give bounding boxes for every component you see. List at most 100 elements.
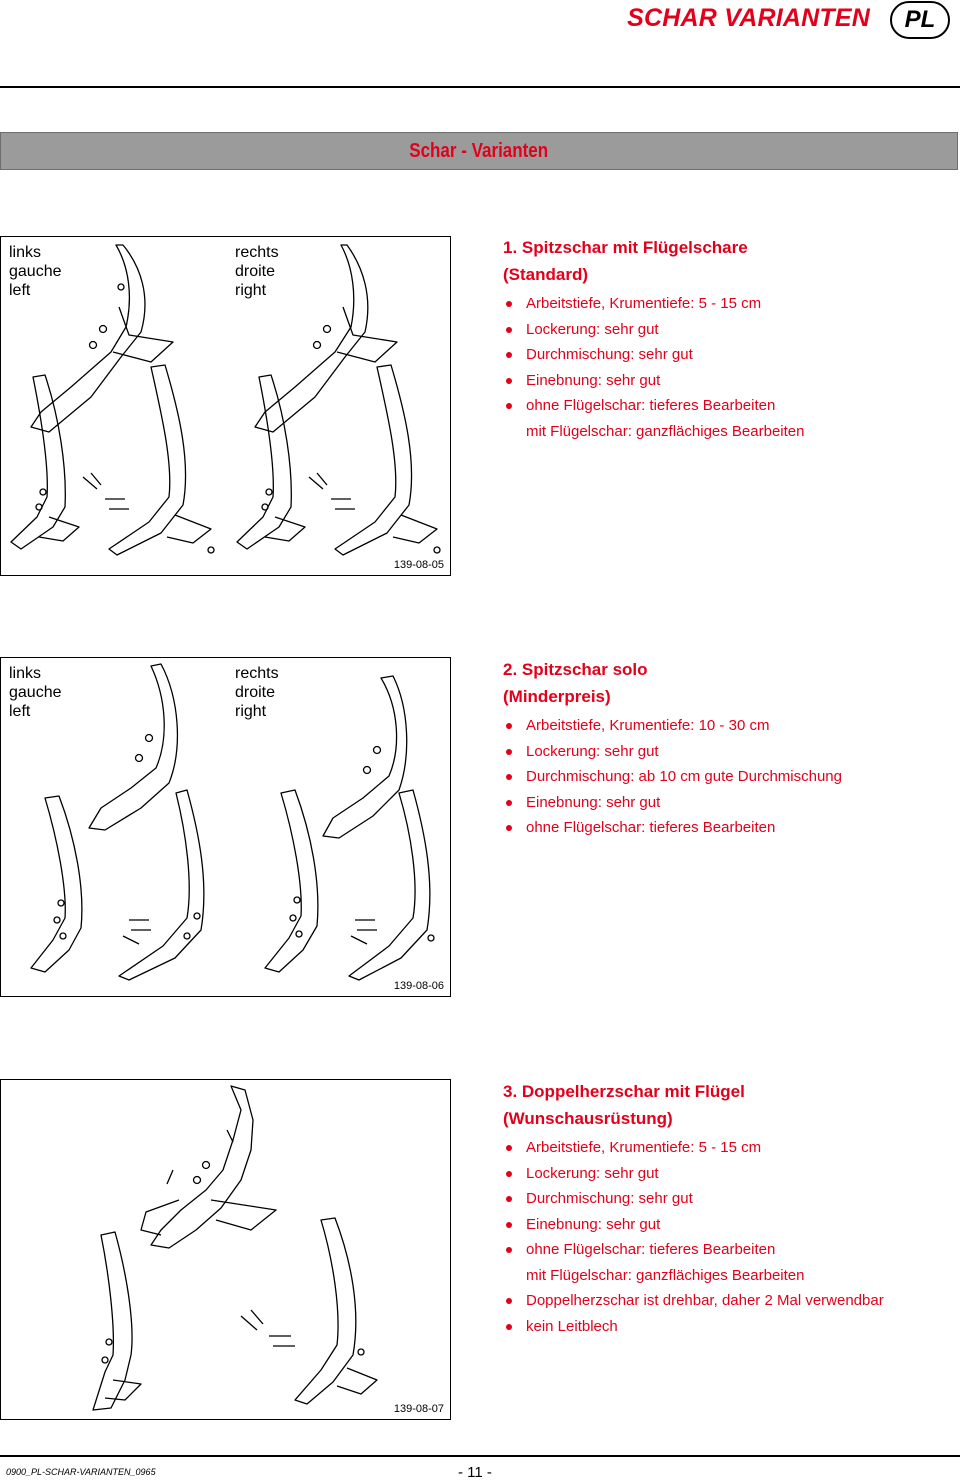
section-subtitle: (Wunschausrüstung) <box>503 1109 673 1128</box>
label-en: right <box>235 282 267 299</box>
bullet-icon <box>506 1298 512 1304</box>
footer-divider <box>0 1455 960 1457</box>
list-item-text: ohne Flügelschar: tieferes Bearbeiten <box>526 397 776 414</box>
label-fr: droite <box>235 684 276 701</box>
list-item-text: ohne Flügelschar: tieferes Bearbeiten <box>526 1241 776 1258</box>
section-subtitle: (Minderpreis) <box>503 687 611 706</box>
left-label: links gauche left <box>9 243 62 300</box>
list-item-text: Arbeitstiefe, Krumentiefe: 5 - 15 cm <box>526 1139 762 1156</box>
bullet-icon <box>506 1247 512 1253</box>
list-item-text: ohne Flügelschar: tieferes Bearbeiten <box>526 819 776 836</box>
document-code: 0900_PL-SCHAR-VARIANTEN_0965 <box>6 1467 156 1477</box>
feature-list: Arbeitstiefe, Krumentiefe: 10 - 30 cm Lo… <box>503 713 943 841</box>
section-1: 1. Spitzschar mit Flügelschare (Standard… <box>503 235 943 444</box>
bullet-icon <box>506 748 512 755</box>
bullet-icon <box>506 377 512 384</box>
bullet-icon <box>506 1221 512 1228</box>
label-de: links <box>9 244 42 261</box>
bullet-icon <box>506 352 512 358</box>
list-item-text: mit Flügelschar: ganzflächiges Bearbeite… <box>526 1266 805 1284</box>
section-2: 2. Spitzschar solo (Minderpreis) Arbeits… <box>503 657 943 841</box>
figure-standard-share: links gauche left rechts droite right 13… <box>0 236 451 576</box>
label-fr: gauche <box>9 684 62 701</box>
left-label: links gauche left <box>9 664 62 721</box>
list-item-text: Einebnung: sehr gut <box>526 1215 661 1233</box>
figure-number: 139-08-07 <box>393 1403 444 1415</box>
label-fr: droite <box>235 263 276 280</box>
right-label: rechts droite right <box>235 664 279 721</box>
list-item: ohne Flügelschar: tieferes Bearbeiten <box>503 393 943 419</box>
list-item-text: Arbeitstiefe, Krumentiefe: 10 - 30 cm <box>526 717 770 734</box>
banner-title: Schar - Varianten <box>409 139 549 162</box>
list-item-text: Durchmischung: sehr gut <box>526 1190 693 1207</box>
bullet-icon <box>506 1323 512 1330</box>
list-item-text: Lockerung: sehr gut <box>526 1164 659 1182</box>
list-item: ohne Flügelschar: tieferes Bearbeiten <box>503 1237 943 1263</box>
bullet-icon <box>506 403 512 409</box>
section-title: 1. Spitzschar mit Flügelschare <box>503 238 748 257</box>
section-banner: Schar - Varianten <box>0 132 958 170</box>
feature-list: Arbeitstiefe, Krumentiefe: 5 - 15 cm Loc… <box>503 1135 943 1339</box>
list-item: mit Flügelschar: ganzflächiges Bearbeite… <box>503 419 943 445</box>
label-fr: gauche <box>9 263 62 280</box>
list-item-text: Lockerung: sehr gut <box>526 320 659 338</box>
tine-drawing-double-heart <box>92 1085 378 1411</box>
label-en: left <box>9 703 31 720</box>
list-item: Arbeitstiefe, Krumentiefe: 5 - 15 cm <box>503 291 943 317</box>
tine-drawing-standard <box>10 244 441 556</box>
section-3: 3. Doppelherzschar mit Flügel (Wunschaus… <box>503 1079 943 1339</box>
section-title: 3. Doppelherzschar mit Flügel <box>503 1082 745 1101</box>
label-de: links <box>9 665 42 682</box>
tine-drawing-solo <box>30 663 435 981</box>
list-item: Arbeitstiefe, Krumentiefe: 5 - 15 cm <box>503 1135 943 1161</box>
figure-solo-share: links gauche left rechts droite right 13… <box>0 657 451 997</box>
list-item-text: Durchmischung: ab 10 cm gute Durchmischu… <box>526 768 842 785</box>
label-en: left <box>9 282 31 299</box>
list-item: Lockerung: sehr gut <box>503 317 943 343</box>
bullet-icon <box>506 301 512 307</box>
list-item: Durchmischung: ab 10 cm gute Durchmischu… <box>503 764 943 790</box>
bullet-icon <box>506 723 512 729</box>
label-de: rechts <box>235 665 279 682</box>
bullet-icon <box>506 825 512 831</box>
section-title: 2. Spitzschar solo <box>503 660 648 679</box>
right-label: rechts droite right <box>235 243 279 300</box>
list-item: Einebnung: sehr gut <box>503 790 943 816</box>
list-item-text: Durchmischung: sehr gut <box>526 346 693 363</box>
list-item-text: kein Leitblech <box>526 1317 618 1335</box>
list-item-text: Einebnung: sehr gut <box>526 371 661 389</box>
list-item: Durchmischung: sehr gut <box>503 342 943 368</box>
list-item: Doppelherzschar ist drehbar, daher 2 Mal… <box>503 1288 943 1314</box>
list-item-text: Einebnung: sehr gut <box>526 793 661 811</box>
bullet-icon <box>506 1196 512 1202</box>
bullet-icon <box>506 1170 512 1177</box>
figure-number: 139-08-05 <box>393 559 444 571</box>
list-item-text: mit Flügelschar: ganzflächiges Bearbeite… <box>526 422 805 440</box>
list-item: Lockerung: sehr gut <box>503 1161 943 1187</box>
list-item-text: Arbeitstiefe, Krumentiefe: 5 - 15 cm <box>526 295 762 312</box>
list-item: Lockerung: sehr gut <box>503 739 943 765</box>
list-item-text: Doppelherzschar ist drehbar, daher 2 Mal… <box>526 1292 884 1309</box>
document-title: SCHAR VARIANTEN <box>627 4 870 32</box>
list-item: Einebnung: sehr gut <box>503 368 943 394</box>
bullet-icon <box>506 1145 512 1151</box>
label-de: rechts <box>235 244 279 261</box>
language-badge: PL <box>890 1 950 39</box>
header-divider <box>0 86 960 88</box>
list-item: ohne Flügelschar: tieferes Bearbeiten <box>503 815 943 841</box>
list-item: Einebnung: sehr gut <box>503 1212 943 1238</box>
figure-number: 139-08-06 <box>393 980 444 992</box>
page-number: - 11 - <box>458 1464 492 1481</box>
list-item-text: Lockerung: sehr gut <box>526 742 659 760</box>
list-item: Durchmischung: sehr gut <box>503 1186 943 1212</box>
list-item: Arbeitstiefe, Krumentiefe: 10 - 30 cm <box>503 713 943 739</box>
label-en: right <box>235 703 267 720</box>
section-subtitle: (Standard) <box>503 265 588 284</box>
figure-double-heart-share: 139-08-07 <box>0 1079 451 1420</box>
bullet-icon <box>506 774 512 780</box>
list-item: mit Flügelschar: ganzflächiges Bearbeite… <box>503 1263 943 1289</box>
list-item: kein Leitblech <box>503 1314 943 1340</box>
bullet-icon <box>506 799 512 806</box>
bullet-icon <box>506 326 512 333</box>
feature-list: Arbeitstiefe, Krumentiefe: 5 - 15 cm Loc… <box>503 291 943 444</box>
